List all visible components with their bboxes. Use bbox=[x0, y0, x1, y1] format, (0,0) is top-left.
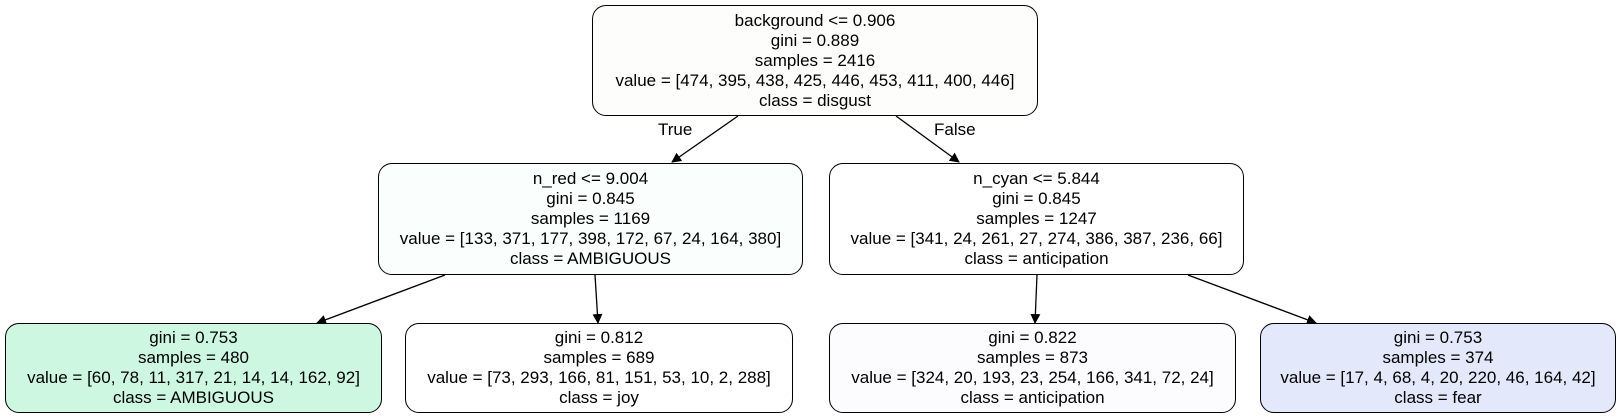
node-gini: gini = 0.822 bbox=[988, 328, 1077, 347]
tree-node-root: background <= 0.906 gini = 0.889 samples… bbox=[592, 5, 1038, 116]
node-split-condition: n_cyan <= 5.844 bbox=[973, 169, 1100, 188]
tree-leaf-1: gini = 0.753 samples = 480 value = [60, … bbox=[5, 323, 382, 413]
node-gini: gini = 0.753 bbox=[149, 328, 238, 347]
node-samples: samples = 689 bbox=[543, 348, 655, 367]
edge-label-false: False bbox=[934, 120, 976, 139]
node-value: value = [17, 4, 68, 4, 20, 220, 46, 164,… bbox=[1280, 368, 1596, 387]
edge-n0-n2 bbox=[895, 115, 960, 163]
node-class: class = disgust bbox=[759, 90, 871, 110]
node-samples: samples = 2416 bbox=[754, 50, 876, 70]
edge-label-true: True bbox=[658, 120, 693, 139]
node-value: value = [133, 371, 177, 398, 172, 67, 24… bbox=[399, 229, 782, 248]
node-samples: samples = 873 bbox=[976, 348, 1089, 367]
node-samples: samples = 1247 bbox=[976, 209, 1097, 228]
node-samples: samples = 1169 bbox=[530, 209, 651, 228]
node-gini: gini = 0.812 bbox=[554, 328, 644, 347]
node-class: class = anticipation bbox=[964, 249, 1109, 268]
tree-node-right: n_cyan <= 5.844 gini = 0.845 samples = 1… bbox=[829, 163, 1244, 275]
node-class: class = anticipation bbox=[960, 388, 1105, 407]
node-value: value = [474, 395, 438, 425, 446, 453, 4… bbox=[615, 70, 1015, 90]
edge-n1-n4 bbox=[592, 274, 603, 324]
node-class: class = AMBIGUOUS bbox=[509, 249, 672, 268]
node-class: class = joy bbox=[559, 388, 639, 407]
node-split-condition: background <= 0.906 bbox=[734, 10, 896, 30]
node-class: class = fear bbox=[1394, 388, 1482, 407]
node-samples: samples = 374 bbox=[1382, 348, 1494, 367]
tree-leaf-3: gini = 0.822 samples = 873 value = [324,… bbox=[829, 323, 1236, 413]
node-gini: gini = 0.845 bbox=[992, 189, 1081, 208]
node-gini: gini = 0.845 bbox=[546, 189, 635, 208]
edge-n1-n3 bbox=[316, 274, 446, 325]
edge-n2-n5 bbox=[1030, 274, 1041, 324]
node-value: value = [60, 78, 11, 317, 21, 14, 14, 16… bbox=[27, 368, 360, 387]
tree-node-left: n_red <= 9.004 gini = 0.845 samples = 11… bbox=[378, 163, 803, 275]
edge-n0-n1 bbox=[671, 115, 739, 163]
edge-n2-n6 bbox=[1187, 274, 1317, 325]
tree-leaf-2: gini = 0.812 samples = 689 value = [73, … bbox=[405, 323, 793, 413]
node-class: class = AMBIGUOUS bbox=[112, 388, 275, 407]
node-gini: gini = 0.753 bbox=[1393, 328, 1483, 347]
node-value: value = [324, 20, 193, 23, 254, 166, 341… bbox=[851, 368, 1214, 387]
node-value: value = [73, 293, 166, 81, 151, 53, 10, … bbox=[427, 368, 771, 387]
tree-leaf-4: gini = 0.753 samples = 374 value = [17, … bbox=[1260, 323, 1616, 413]
node-gini: gini = 0.889 bbox=[770, 30, 860, 50]
node-split-condition: n_red <= 9.004 bbox=[532, 169, 649, 188]
node-value: value = [341, 24, 261, 27, 274, 386, 387… bbox=[850, 229, 1223, 248]
node-samples: samples = 480 bbox=[137, 348, 250, 367]
